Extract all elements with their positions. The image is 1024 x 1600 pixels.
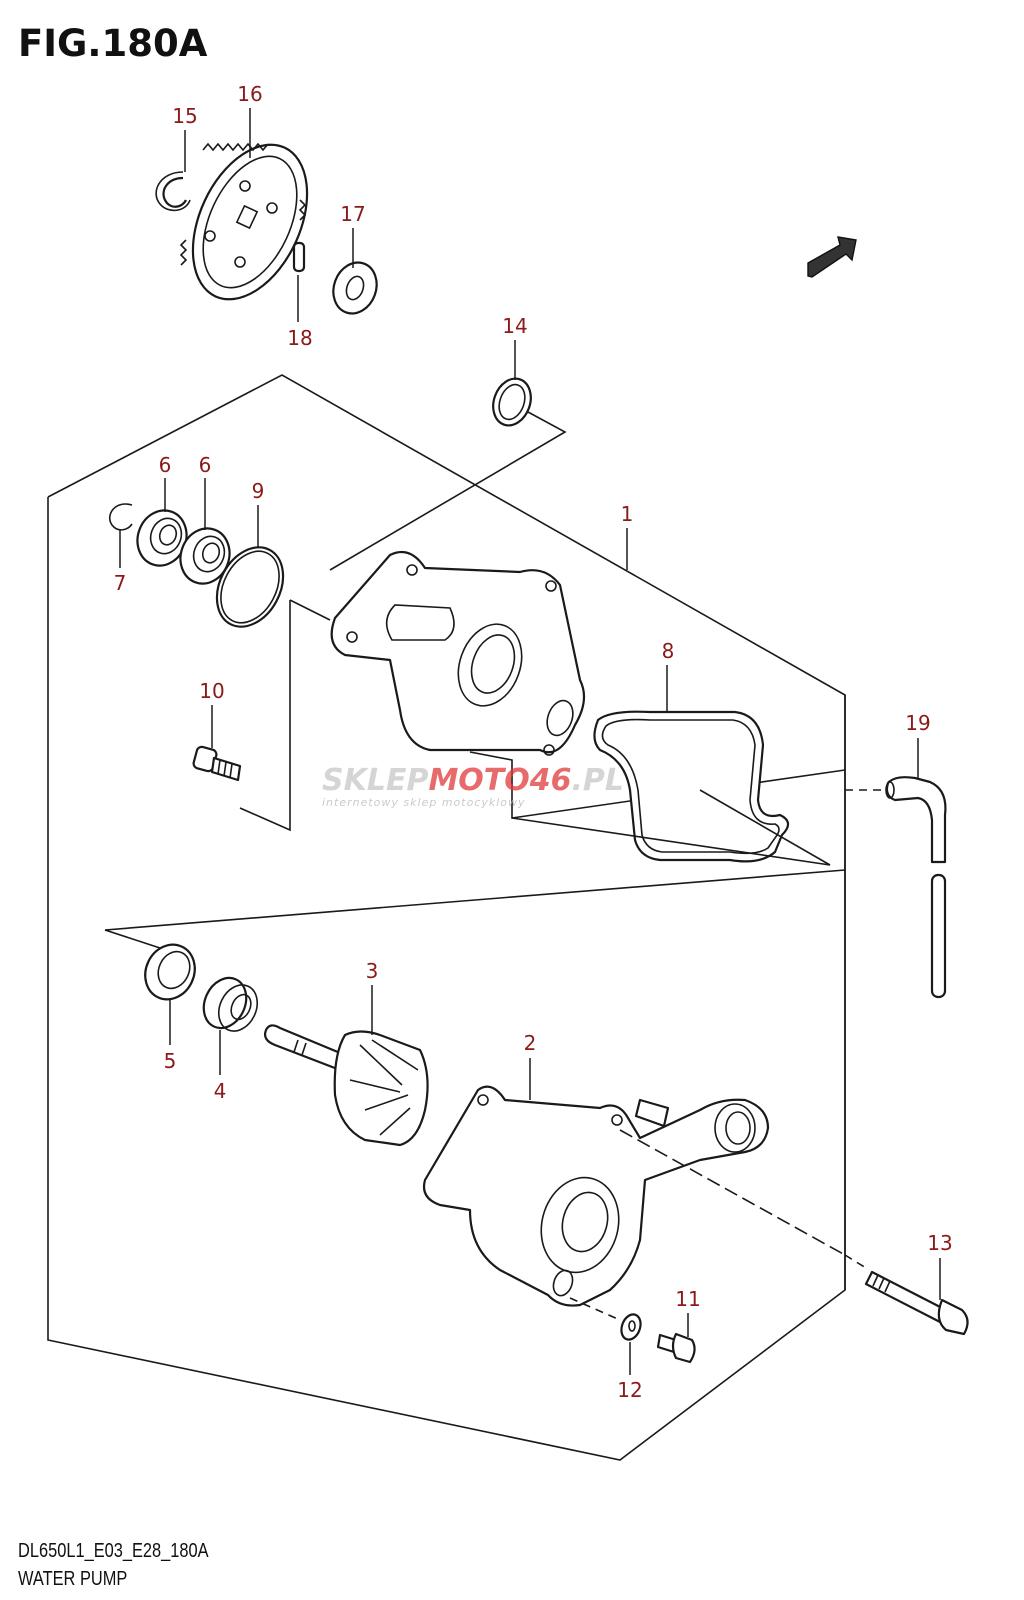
part-10-bolt xyxy=(192,745,242,782)
part-9-o-ring xyxy=(215,546,285,628)
callout-19: 19 xyxy=(905,711,930,735)
watermark-sklep: SKLEP xyxy=(322,763,428,798)
part-6-bearing-b xyxy=(179,527,231,585)
assembly-outline xyxy=(47,374,846,1461)
part-12-washer xyxy=(620,1313,642,1341)
callout-3: 3 xyxy=(366,959,379,983)
callout-16: 16 xyxy=(237,82,262,106)
part-6-bearing-a xyxy=(136,509,188,567)
callout-1: 1 xyxy=(621,502,634,526)
callout-4: 4 xyxy=(214,1079,227,1103)
part-11-bolt xyxy=(656,1332,696,1364)
watermark-tagline: internetowy sklep motocyklowy xyxy=(322,796,526,809)
callouts: 16 15 17 18 14 6 6 9 7 1 8 10 19 3 5 4 2… xyxy=(114,82,953,1402)
callout-14: 14 xyxy=(502,314,527,338)
callout-7: 7 xyxy=(114,571,127,595)
leader-lines xyxy=(119,108,941,1375)
part-19-hose xyxy=(845,776,947,999)
figure-title: FIG.180A xyxy=(18,22,208,65)
part-1-pump-case xyxy=(239,550,846,832)
callout-11: 11 xyxy=(675,1287,700,1311)
callout-6a: 6 xyxy=(159,453,172,477)
part-8-gasket xyxy=(511,710,831,866)
part-5-seal xyxy=(144,943,196,1001)
part-16-gear xyxy=(179,142,309,301)
part-7-circlip xyxy=(108,503,133,531)
callout-9: 9 xyxy=(252,479,265,503)
part-17-washer xyxy=(332,261,378,315)
section-name: WATER PUMP xyxy=(18,1568,128,1590)
part-18-pin xyxy=(292,241,306,273)
watermark-46: 46 xyxy=(529,763,572,798)
part-4-mechanical-seal xyxy=(202,976,259,1032)
svg-text:SKLEPMOTO46.PL: SKLEPMOTO46.PL xyxy=(322,763,624,798)
callout-15: 15 xyxy=(172,104,197,128)
callout-17: 17 xyxy=(340,202,365,226)
part-13-long-bolt xyxy=(844,1254,969,1336)
callout-12: 12 xyxy=(617,1378,642,1402)
arrow-right-icon xyxy=(807,236,857,278)
part-3-impeller-shaft xyxy=(263,1024,429,1147)
callout-8: 8 xyxy=(662,639,675,663)
model-code: DL650L1_E03_E28_180A xyxy=(18,1540,209,1562)
part-2-pump-body xyxy=(422,1085,846,1321)
callout-13: 13 xyxy=(927,1231,952,1255)
watermark-moto: MOTO xyxy=(428,763,529,798)
callout-6b: 6 xyxy=(199,453,212,477)
watermark: SKLEPMOTO46.PL internetowy sklep motocyk… xyxy=(322,763,624,809)
part-15-circlip xyxy=(155,171,191,212)
part-14-o-ring xyxy=(329,377,567,571)
callout-18: 18 xyxy=(287,326,312,350)
callout-5: 5 xyxy=(164,1049,177,1073)
watermark-pl: .PL xyxy=(572,763,625,798)
callout-10: 10 xyxy=(199,679,224,703)
callout-2: 2 xyxy=(524,1031,537,1055)
